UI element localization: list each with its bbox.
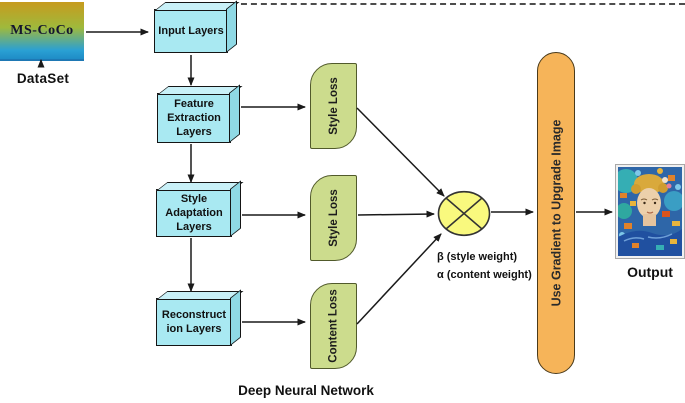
loss-label-style-1: Style Loss — [327, 77, 340, 135]
gradient-pill: Use Gradient to Upgrade Image — [537, 52, 575, 374]
output-caption: Output — [627, 264, 673, 280]
multiply-node — [437, 190, 491, 237]
dataset-label: MS-CoCo — [10, 22, 74, 38]
weight-beta-label: β (style weight) — [437, 251, 518, 263]
dataset-caption: DataSet — [16, 71, 70, 86]
output-artwork-icon — [618, 167, 682, 256]
layer-label-reconstruction: Reconstruct ion Layers — [161, 308, 227, 335]
layer-box-style-adaptation: Style Adaptation Layers — [156, 189, 232, 237]
loss-shape-content: Content Loss — [310, 283, 357, 369]
layer-label-feature-extraction: Feature Extraction Layers — [167, 97, 221, 139]
gradient-pill-label: Use Gradient to Upgrade Image — [549, 119, 564, 307]
loss-shape-style-2: Style Loss — [310, 175, 357, 261]
layer-label-input: Input Layers — [158, 24, 224, 37]
weight-alpha-label: α (content weight) — [437, 269, 532, 281]
dataset-box: MS-CoCo — [0, 2, 84, 61]
loss-label-style-2: Style Loss — [327, 189, 340, 247]
layer-label-style-adaptation: Style Adaptation Layers — [165, 192, 223, 234]
output-image — [616, 165, 684, 258]
arrow-style-loss-1-to-multiply — [356, 107, 445, 197]
diagram-caption: Deep Neural Network — [238, 383, 374, 398]
loss-label-content: Content Loss — [327, 289, 340, 363]
dashed-top-border — [231, 3, 685, 5]
arrow-style-loss-2-to-multiply — [357, 210, 435, 218]
layer-box-input: Input Layers — [154, 9, 228, 53]
layer-box-reconstruction: Reconstruct ion Layers — [156, 298, 232, 346]
layer-box-feature-extraction: Feature Extraction Layers — [157, 93, 231, 143]
arrow-content-loss-to-multiply — [356, 233, 442, 325]
loss-shape-style-1: Style Loss — [310, 63, 357, 149]
